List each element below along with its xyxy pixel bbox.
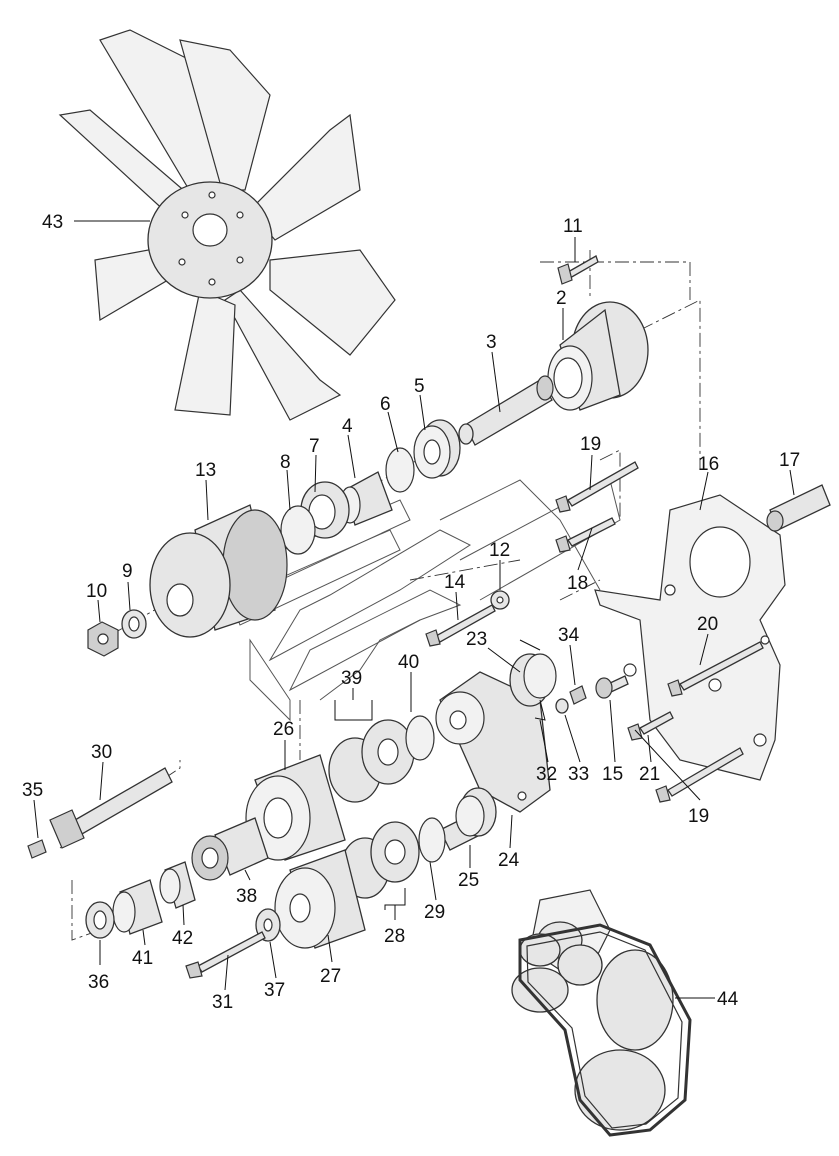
- leader-lines: [33, 220, 795, 999]
- callout-20: 20: [697, 614, 718, 635]
- callout-15: 15: [602, 764, 623, 785]
- callout-32: 32: [536, 764, 557, 785]
- grease-nipple-35: [27, 839, 47, 859]
- callout-34: 34: [558, 625, 580, 646]
- callout-3: 3: [486, 332, 497, 353]
- washer-33: [555, 698, 569, 714]
- callout-19-lower: 19: [688, 806, 709, 827]
- callout-16: 16: [698, 454, 719, 475]
- callout-36: 36: [88, 972, 109, 993]
- callout-6: 6: [380, 394, 391, 415]
- callout-9: 9: [122, 561, 133, 582]
- idler-roller-27: [274, 849, 366, 949]
- callout-7: 7: [309, 436, 320, 457]
- callout-4: 4: [342, 416, 353, 437]
- bolt-11: [557, 255, 599, 285]
- callout-28: 28: [384, 926, 405, 947]
- bolt-19-lower: [655, 747, 744, 803]
- callout-33: 33: [568, 764, 589, 785]
- callout-27: 27: [320, 966, 341, 987]
- callout-41: 41: [132, 948, 153, 969]
- callout-11: 11: [563, 216, 583, 237]
- bearing-5: [413, 419, 461, 479]
- bolt-30: [49, 767, 173, 849]
- callout-43: 43: [42, 212, 63, 233]
- spacer-17: [766, 484, 831, 532]
- spacer-38: [191, 817, 269, 881]
- nut-10: [87, 621, 119, 657]
- callout-38: 38: [236, 886, 257, 907]
- shaft-3: [458, 375, 554, 446]
- bolt-15: [595, 675, 629, 699]
- callout-10: 10: [86, 581, 107, 602]
- callout-42: 42: [172, 928, 193, 949]
- callout-5: 5: [414, 376, 425, 397]
- callout-18: 18: [567, 573, 588, 594]
- spring-23: [509, 639, 557, 721]
- bolt-19-upper: [555, 461, 639, 513]
- bolt-20: [667, 641, 764, 697]
- shaft-25: [439, 787, 497, 851]
- washer-36: [85, 901, 115, 939]
- callout-44: 44: [717, 989, 739, 1010]
- callout-40: 40: [398, 652, 419, 673]
- callout-39: 39: [341, 668, 362, 689]
- callout-30: 30: [91, 742, 112, 763]
- callout-25: 25: [458, 870, 479, 891]
- bolt-14: [425, 604, 496, 647]
- bearing-39: [328, 719, 415, 803]
- belt-drive-44: [511, 889, 692, 1137]
- callout-26: 26: [273, 719, 294, 740]
- callout-8: 8: [280, 452, 291, 473]
- housing-2: [547, 301, 649, 411]
- mounting-plate-16: [594, 494, 786, 781]
- callout-37: 37: [264, 980, 285, 1001]
- bolt-18: [555, 517, 616, 553]
- callout-14: 14: [444, 572, 466, 593]
- tensioner-arm-24: [435, 671, 551, 813]
- sleeve-42: [159, 861, 196, 909]
- washer-9: [121, 609, 147, 639]
- pulley-13: [149, 504, 288, 638]
- callout-29: 29: [424, 902, 445, 923]
- bolt-31: [185, 931, 266, 979]
- circlip-8: [280, 505, 316, 555]
- circlip-29: [418, 817, 446, 863]
- snap-ring-6: [385, 447, 415, 493]
- callout-19-upper: 19: [580, 434, 601, 455]
- callout-24: 24: [498, 850, 520, 871]
- callout-labels: 43 11 2 3 5 6 4 7 8 13 19 16 17 9 10 12 …: [22, 212, 800, 1013]
- bolt-34: [569, 685, 587, 705]
- callout-17: 17: [779, 450, 800, 471]
- callout-23: 23: [466, 629, 487, 650]
- callout-13: 13: [195, 460, 216, 481]
- callout-12: 12: [489, 540, 510, 561]
- sleeve-41: [112, 879, 163, 935]
- callout-21: 21: [639, 764, 660, 785]
- circlip-40: [405, 715, 435, 761]
- callout-31: 31: [212, 992, 233, 1013]
- fan-assembly: [58, 29, 396, 421]
- washer-12: [490, 590, 510, 610]
- callout-2: 2: [556, 288, 567, 309]
- callout-35: 35: [22, 780, 43, 801]
